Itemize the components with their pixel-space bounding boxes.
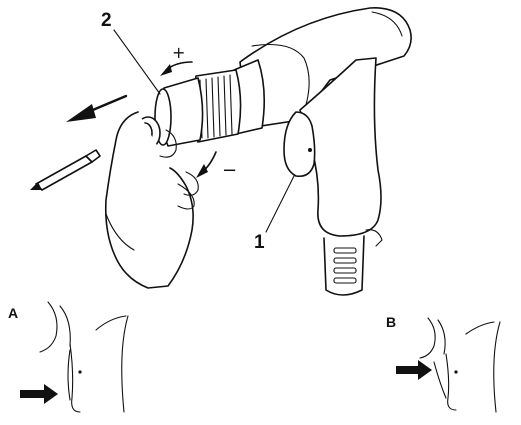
minus-sign: −: [222, 160, 237, 181]
housing-highlight: [371, 11, 403, 37]
rotate-minus-arrow: [196, 151, 217, 178]
detail-a-grip: [69, 343, 81, 413]
plus-sign: +: [172, 43, 185, 62]
inlet-collar: [365, 229, 383, 247]
callout-2-leader: [113, 29, 161, 95]
callout-1-label: 1: [254, 232, 265, 253]
air-inlet: [323, 235, 365, 296]
detail-a-trigger: [67, 349, 71, 401]
panel-b-label: B: [386, 314, 396, 330]
finger-1: [183, 171, 199, 196]
wrist-line: [105, 213, 135, 251]
operator-hands: [104, 111, 199, 289]
callout-1-leader: [265, 175, 295, 233]
exhaust-slots: [333, 247, 357, 284]
detail-b-arrow: [396, 360, 432, 380]
pistol-grip: [299, 57, 382, 237]
finger-2: [177, 183, 195, 210]
thumb: [159, 129, 177, 158]
detail-b-grip: [445, 353, 457, 411]
panel-a-label: A: [8, 305, 18, 321]
detail-b-trigger: [433, 361, 447, 399]
trigger-lever: [283, 111, 316, 178]
removal-arrow: [66, 94, 128, 122]
trigger-pin: [308, 148, 312, 152]
detail-a-arrow: [20, 384, 58, 404]
housing-seam: [251, 43, 310, 123]
callout-2-label: 2: [101, 10, 112, 31]
detail-b: [396, 317, 501, 413]
rotate-plus-arrow: [160, 61, 193, 76]
detail-a: [20, 301, 129, 413]
screwdriver-bit: [30, 149, 101, 191]
